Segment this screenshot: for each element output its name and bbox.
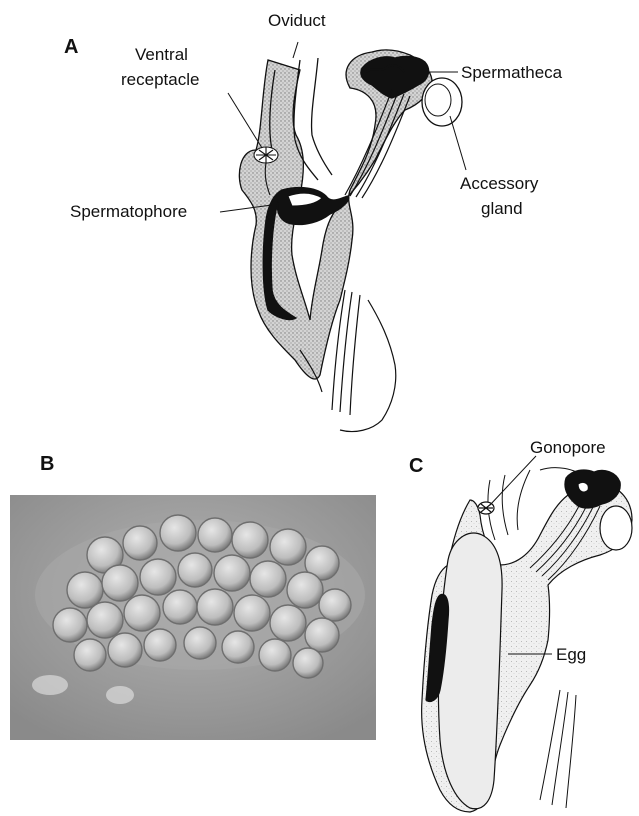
label-ventral-receptacle-2: receptacle xyxy=(121,70,199,90)
label-gonopore: Gonopore xyxy=(530,438,606,458)
panel-a-diagram xyxy=(220,42,466,432)
panel-c-diagram xyxy=(422,456,632,812)
label-spermatophore: Spermatophore xyxy=(70,202,187,222)
label-ventral-receptacle-1: Ventral xyxy=(135,45,188,65)
label-egg: Egg xyxy=(556,645,586,665)
label-oviduct: Oviduct xyxy=(268,11,326,31)
egg-shape xyxy=(438,533,502,809)
label-accessory-2: gland xyxy=(481,199,523,219)
label-accessory-1: Accessory xyxy=(460,174,538,194)
micrograph-photo xyxy=(10,495,376,740)
label-spermatheca: Spermatheca xyxy=(461,63,562,83)
